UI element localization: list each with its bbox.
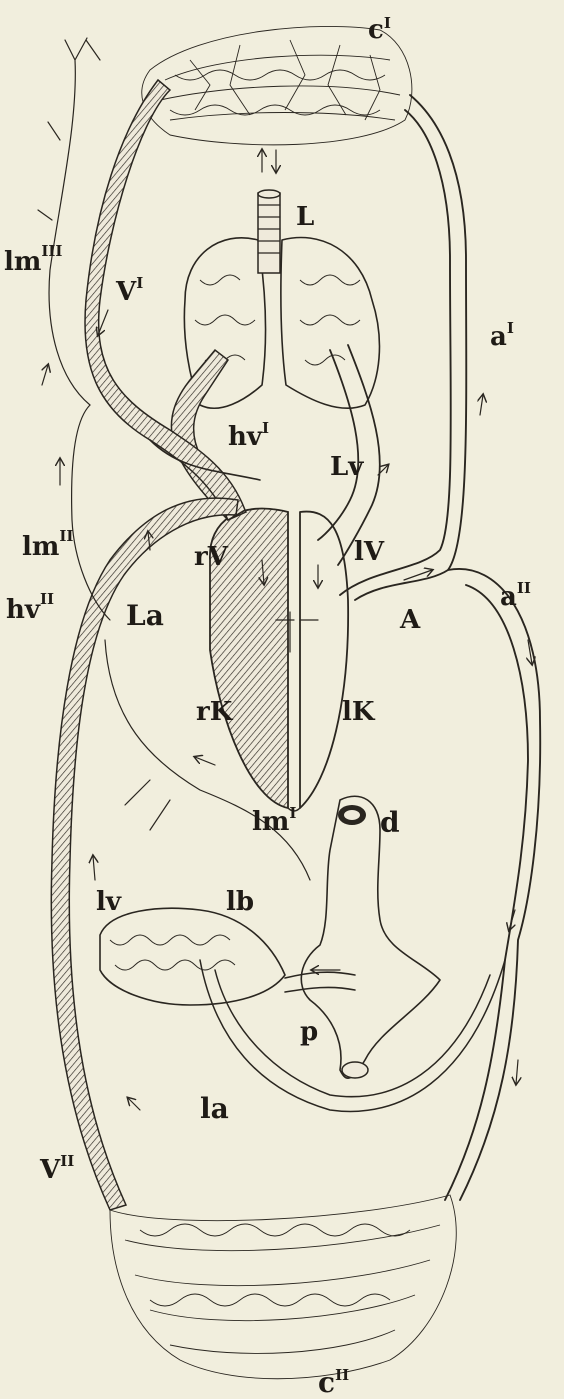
label-V2: VII xyxy=(39,1152,74,1185)
vena-cava-superior xyxy=(85,80,245,520)
label-hv2: hvII xyxy=(6,590,54,625)
portal-vein xyxy=(285,972,355,992)
lower-capillary-network xyxy=(110,1195,456,1379)
label-c1: cI xyxy=(368,14,391,45)
label-d: d xyxy=(380,806,400,839)
aorta-upper xyxy=(340,95,466,600)
left-heart xyxy=(300,512,348,808)
label-c2: cII xyxy=(318,1366,349,1399)
label-la: la xyxy=(200,1092,229,1125)
label-IV: lV xyxy=(354,537,385,567)
label-hv1: hvI xyxy=(228,419,269,452)
label-lm3: lmIII xyxy=(4,242,62,277)
label-lm2: lmII xyxy=(22,527,73,562)
label-L: L xyxy=(296,202,314,232)
label-lm1: lmI xyxy=(252,804,296,837)
liver xyxy=(100,908,285,1005)
intestine xyxy=(301,796,440,1078)
label-La: La xyxy=(126,599,164,632)
label-p: p xyxy=(300,1017,318,1047)
label-Lv: Lv xyxy=(330,452,364,482)
label-rV: rV xyxy=(194,542,229,572)
aorta-lower xyxy=(445,569,540,1200)
label-A: A xyxy=(399,605,421,635)
label-V1: VI xyxy=(115,274,143,307)
label-a1: aI xyxy=(490,319,514,352)
label-lv: lv xyxy=(96,887,122,917)
label-lb: lb xyxy=(226,887,254,917)
label-rK: rK xyxy=(196,697,234,727)
trachea xyxy=(258,150,280,273)
heart xyxy=(210,509,348,811)
abdominal-loop xyxy=(200,960,505,1111)
label-lK: lK xyxy=(342,697,376,727)
label-a2: aII xyxy=(500,579,531,612)
